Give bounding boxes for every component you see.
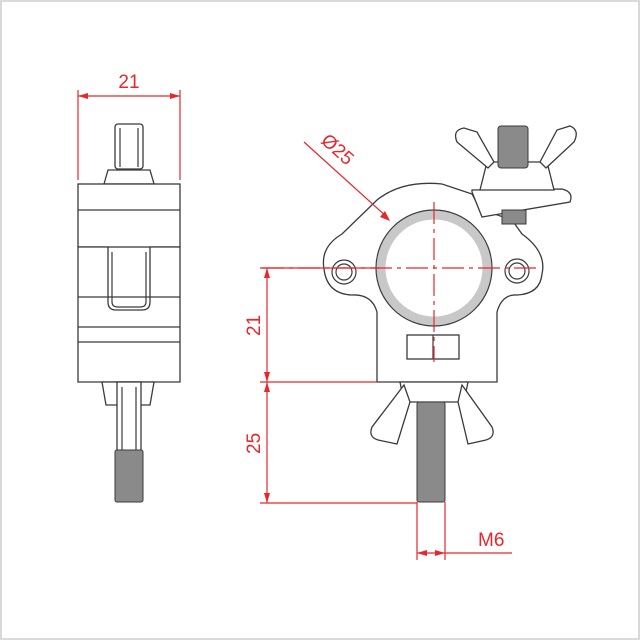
dim-center-to-base: 21	[244, 315, 265, 336]
left-pivot-hole	[331, 259, 357, 285]
clamp-lever	[471, 188, 572, 218]
side-upper-block	[77, 183, 181, 248]
side-view: 21	[77, 72, 181, 503]
dim-bolt-length: 25	[244, 433, 265, 454]
side-bolt-thread	[114, 449, 144, 503]
top-bolt-lower-thread	[501, 209, 527, 225]
bottom-wing-right	[457, 383, 494, 445]
bottom-wing-left	[370, 383, 411, 445]
clamp-body	[322, 182, 544, 383]
bottom-wing-nut-base	[399, 381, 469, 403]
dim-thread-size: M6	[478, 530, 504, 551]
side-lower-block	[77, 246, 181, 383]
top-bolt-thread	[497, 125, 529, 169]
bottom-bolt-thread	[416, 401, 446, 503]
top-wing-left	[454, 127, 495, 169]
right-pivot-hole	[504, 258, 530, 284]
top-wing-right	[539, 125, 577, 169]
side-top-bolt	[114, 123, 144, 170]
dim-tube-diameter: Ø25	[317, 130, 358, 170]
dim-side-width: 21	[118, 72, 139, 93]
front-view: Ø25 21 25 M6	[244, 125, 577, 560]
side-top-nut	[103, 169, 155, 185]
